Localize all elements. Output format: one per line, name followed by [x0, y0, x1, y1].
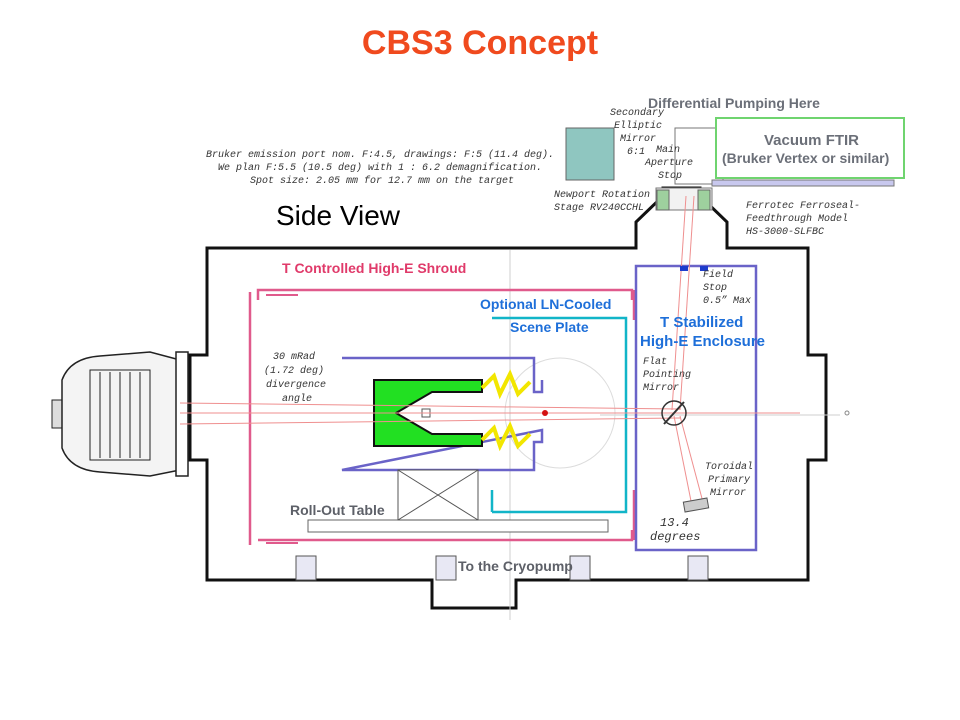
ferrotec-note-2: Feedthrough Model	[746, 214, 849, 225]
differential-pumping-label: Differential Pumping Here	[648, 95, 820, 111]
foot-1	[295, 555, 317, 581]
beam-up-left	[671, 195, 687, 411]
vacuum-ftir-box	[715, 117, 905, 179]
main-aperture-note-3: Stop	[658, 171, 683, 182]
secondary-mirror-block	[565, 127, 615, 181]
flat-mirror-note-2: Pointing	[643, 370, 692, 381]
field-stop-right	[700, 266, 708, 271]
roll-out-table-label: Roll-Out Table	[290, 502, 385, 518]
secondary-mirror-note-3: Mirror	[620, 134, 657, 145]
ftir-base-plate	[711, 179, 895, 187]
foot-3	[569, 555, 591, 581]
angle-note-1: 13.4	[660, 516, 689, 530]
toroidal-note-3: Mirror	[710, 488, 747, 499]
secondary-mirror-note-4: 6:1	[627, 147, 646, 158]
beam-main-upper	[179, 402, 681, 410]
enclosure-sublabel: High-E Enclosure	[640, 333, 766, 350]
source-bellows	[89, 369, 151, 461]
foot-2	[435, 555, 457, 581]
angle-note-2: degrees	[650, 530, 701, 544]
cross-line-b	[397, 469, 479, 521]
bruker-note-1: Bruker emission port nom. F:4.5, drawing…	[206, 150, 555, 161]
divergence-note-1: 30 mRad	[273, 352, 316, 363]
bruker-note-3: Spot size: 2.05 mm for 12.7 mm on the ta…	[250, 176, 515, 187]
toroidal-mirror	[682, 497, 710, 513]
enclosure-label: T Stabilized	[660, 314, 744, 331]
flat-mirror-note-3: Mirror	[643, 383, 680, 394]
field-stop-note-3: 0.5” Max	[703, 296, 752, 307]
scene-plate-label: Optional LN-Cooled	[480, 296, 612, 312]
target-spot	[542, 410, 548, 416]
secondary-mirror-note-1: Secondary	[610, 108, 665, 119]
divergence-note-4: angle	[282, 394, 313, 405]
toroidal-note-1: Toroidal	[705, 462, 754, 473]
scene-plate-sublabel: Scene Plate	[510, 319, 589, 335]
target-housing	[341, 356, 544, 472]
vacuum-ftir-label: Vacuum FTIR	[764, 132, 860, 149]
rotation-stage-right	[697, 189, 711, 211]
flat-mirror-face	[663, 401, 685, 425]
spark-lower	[480, 421, 532, 452]
shroud-upper	[256, 288, 634, 300]
flat-mirror-note-1: Flat	[643, 357, 668, 368]
axis-end-marker	[844, 410, 850, 416]
flat-mirror-circle	[661, 400, 687, 426]
ferrotec-note-3: HS-3000-SLFBC	[746, 227, 825, 238]
toroidal-note-2: Primary	[708, 475, 751, 486]
main-aperture-note-2: Aperture	[645, 158, 694, 169]
page-title: CBS3 Concept	[361, 24, 599, 62]
beam-up-right	[679, 195, 695, 411]
side-view-label: Side View	[276, 200, 401, 231]
newport-note-1: Newport Rotation	[554, 190, 651, 201]
secondary-mirror-note-2: Elliptic	[614, 121, 663, 132]
rotation-stage-left	[656, 189, 670, 211]
field-stop-note-2: Stop	[703, 283, 728, 294]
newport-note-2: Stage RV240CCHL	[554, 203, 645, 214]
divergence-note-2: (1.72 deg)	[264, 366, 325, 377]
beam-toroid-2	[679, 415, 705, 507]
scene-plate-frame	[492, 316, 628, 514]
main-aperture-note-1: Main	[656, 145, 681, 156]
vacuum-ftir-sublabel: (Bruker Vertex or similar)	[722, 150, 890, 166]
beam-toroid-1	[673, 415, 693, 507]
ferrotec-note-1: Ferrotec Ferroseal-	[746, 201, 861, 212]
spark-upper	[480, 369, 532, 400]
field-stop-note-1: Field	[703, 270, 734, 281]
source-body	[61, 351, 181, 477]
divergence-note-3: divergence	[266, 380, 327, 391]
foot-4	[687, 555, 709, 581]
shroud-lower	[258, 530, 634, 542]
cryopump-label: To the Cryopump	[458, 558, 573, 574]
bruker-note-2: We plan F:5.5 (10.5 deg) with 1 : 6.2 de…	[218, 163, 543, 174]
source-flange	[51, 399, 63, 429]
beam-main-lower	[179, 417, 681, 425]
roll-out-table-top	[307, 519, 609, 533]
field-stop-left	[680, 266, 688, 271]
shroud-label: T Controlled High-E Shroud	[282, 260, 467, 276]
source-mount-bar	[175, 351, 189, 477]
